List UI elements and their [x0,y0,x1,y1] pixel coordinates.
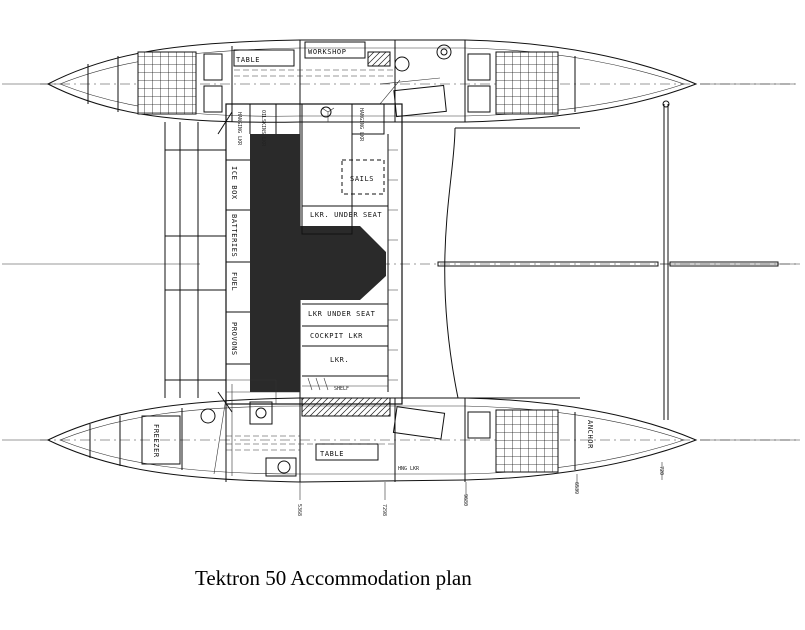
station-label-4: 6539 [573,482,579,494]
upper-hull-labels: TABLE WORKSHOP [236,48,347,64]
label-anchor: ANCHOR [586,420,594,449]
accommodation-plan-drawing: TABLE WORKSHOP HANGING LKR OILSKINS LKR … [2,39,800,516]
station-label-3: 9680 [462,494,468,506]
label-lkr-under-seat-bottom: LKR UNDER SEAT [308,310,376,318]
bridgedeck [164,100,779,420]
station-label-2: 7298 [381,504,387,516]
label-hng-lkr: HNG LKR [398,466,420,472]
station-ticks [299,462,663,500]
label-freezer: FREEZER [152,424,160,458]
label-batteries: BATTERIES [230,214,238,257]
label-table-top: TABLE [236,56,260,64]
label-sails: SAILS [350,175,374,183]
station-labels: 5368 7298 9680 6539 720 [296,466,664,516]
label-provisions: PROVONS [230,322,238,356]
label-hanging-lkr-right: HANGING LKR [358,108,364,142]
label-table-bottom: TABLE [320,450,344,458]
label-workshop: WORKSHOP [308,48,347,56]
label-cockpit-lkr: COCKPIT LKR [310,332,363,340]
label-lkr-under-seat-top: LKR. UNDER SEAT [310,211,382,219]
station-label-1: 5368 [296,504,302,516]
label-ice-box: ICE BOX [230,166,238,200]
lower-hull [46,384,698,483]
label-oilskins-lkr: OILSKINS LKR [260,110,266,147]
station-label-5: 720 [658,466,664,475]
bridgedeck-labels: HANGING LKR OILSKINS LKR HANGING LKR SAI… [230,108,382,392]
plan-caption: Tektron 50 Accommodation plan [195,566,472,590]
upper-hull [46,39,698,123]
label-hanging-lkr-left: HANGING LKR [236,112,242,146]
lower-hull-labels: FREEZER TABLE HNG LKR ANCHOR [152,420,594,472]
label-fuel: FUEL [230,272,238,291]
label-shelf: SHELF [334,386,349,392]
label-lkr: LKR. [330,356,349,364]
